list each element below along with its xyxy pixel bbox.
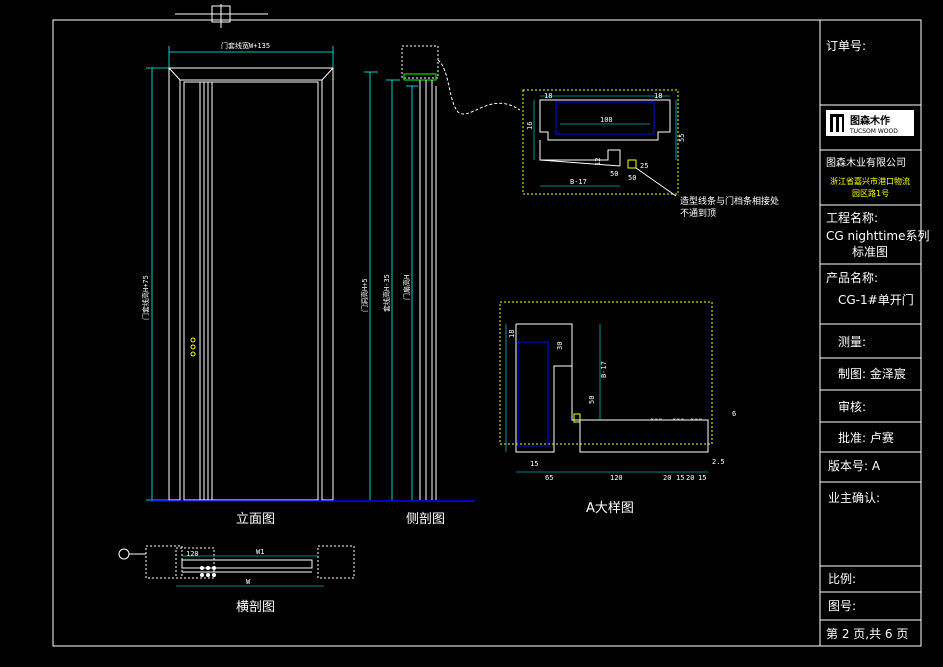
plan-dim-w: W <box>246 578 251 586</box>
a-dim-r: 6 <box>732 410 736 418</box>
tl-dim-d: 50 <box>610 170 618 178</box>
drawing-border <box>52 19 922 647</box>
project-label: 工程名称: <box>826 210 878 225</box>
scale-label: 比例: <box>828 572 856 586</box>
plan-section-view: W1 W 120 横剖图 <box>118 545 355 615</box>
hatch-marks: ˜˜˜ ˜˜˜ ˜˜˜ <box>650 418 703 426</box>
elevation-caption: 立面图 <box>236 512 275 527</box>
a-dim-top: 18 <box>508 330 516 338</box>
titleblock: 订单号: 图森木作 TUCSOM WOOD 图森木业有限公司 浙江省嘉兴市港口物… <box>820 39 929 641</box>
side-section-view: 门洞高H+5 套线高H-35 门扇高H 侧剖图 <box>360 45 521 527</box>
logo-text-en: TUCSOM WOOD <box>849 128 898 135</box>
product-label: 产品名称: <box>826 270 878 285</box>
product-value: CG-1#单开门 <box>838 292 914 307</box>
a-dim-v3: 30 <box>556 342 564 350</box>
section-marker-icon <box>118 548 146 560</box>
side-dim-2: 套线高H-35 <box>382 274 391 312</box>
logo-text-cn: 图森木作 <box>850 114 890 127</box>
a-dim-b1: 65 <box>545 474 553 482</box>
drawn-by: 制图: 金泽宸 <box>838 366 906 381</box>
svg-text:˜˜˜: ˜˜˜ <box>690 418 703 426</box>
plan-dim-w1: W1 <box>256 548 264 556</box>
version-no: 版本号: A <box>828 459 881 473</box>
a-dim-b6: 20 <box>686 474 694 482</box>
order-no-label: 订单号: <box>826 39 866 53</box>
a-dim-b2: 120 <box>610 474 623 482</box>
tl-dim-g: B-17 <box>570 178 587 186</box>
door-handle-icon <box>190 337 196 357</box>
tl-dim-b: 18 <box>654 92 662 100</box>
svg-text:˜˜˜: ˜˜˜ <box>672 418 685 426</box>
elevation-view: 门套线宽W+135 门套线高H+75 立面图 <box>141 4 475 527</box>
tl-dim-h: 16 <box>526 122 534 130</box>
owner-confirm-label: 业主确认: <box>828 491 880 505</box>
company-logo: 图森木作 TUCSOM WOOD <box>826 110 914 136</box>
svg-text:˜˜˜: ˜˜˜ <box>650 418 663 426</box>
a-dim-b8: 2.5 <box>712 458 725 466</box>
elev-width-dim: 门套线宽W+135 <box>221 41 270 50</box>
project-value-2: 标准图 <box>852 245 888 259</box>
page-indicator: 第 2 页,共 6 页 <box>826 627 908 641</box>
head-detail-view: 18 18 100 50 50 25 B-17 16 55 12 造型线条与门档… <box>522 89 779 219</box>
a-dim-b5: 15 <box>676 474 684 482</box>
a-dim-b3: 15 <box>530 460 538 468</box>
a-dim-v2: 50 <box>588 396 596 404</box>
a-detail-caption: A大样图 <box>586 501 634 516</box>
tl-dim-f: 25 <box>640 162 648 170</box>
detail-note-2: 不通到顶 <box>680 207 716 219</box>
a-detail-view: ˜˜˜ ˜˜˜ ˜˜˜ 18 B-17 50 30 65 120 15 20 1… <box>499 301 736 516</box>
plan-handle-icon <box>200 566 216 577</box>
detail-note-1: 造型线条与门档条相接处 <box>680 195 779 207</box>
company-address-1: 浙江省嘉兴市港口物流 <box>830 176 910 186</box>
elev-height-dim: 门套线高H+75 <box>141 275 150 320</box>
approved-by: 批准: 卢赛 <box>838 430 894 445</box>
review-label: 审核: <box>838 399 866 414</box>
side-dim-1: 门洞高H+5 <box>360 278 369 312</box>
tl-dim-a: 18 <box>544 92 552 100</box>
tl-dim-j: 12 <box>594 158 602 166</box>
a-dim-b7: 15 <box>698 474 706 482</box>
a-dim-b4: 20 <box>663 474 671 482</box>
tl-dim-e: 50 <box>628 174 636 182</box>
company-address-2: 园区路1号 <box>852 188 889 198</box>
company-name: 图森木业有限公司 <box>826 156 906 169</box>
a-dim-v1: B-17 <box>600 361 608 378</box>
drawing-no-label: 图号: <box>828 599 856 613</box>
tl-dim-i: 55 <box>678 134 686 142</box>
tl-dim-c: 100 <box>600 116 613 124</box>
plan-caption: 横剖图 <box>236 600 275 615</box>
side-section-caption: 侧剖图 <box>406 512 445 527</box>
side-dim-3: 门扇高H <box>402 275 411 300</box>
survey-label: 测量: <box>838 335 866 349</box>
plan-dim-left: 120 <box>186 550 199 558</box>
project-value-1: CG nighttime系列 <box>826 229 929 243</box>
